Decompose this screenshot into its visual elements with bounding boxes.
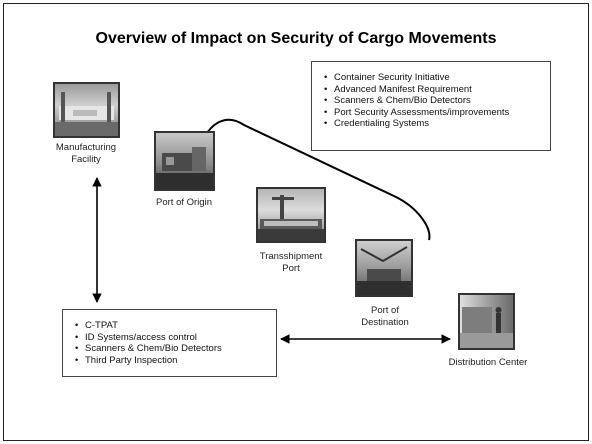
transshipment-port-label: Transshipment Port [246,251,336,275]
list-item: C-TPAT [75,320,270,332]
list-item: Credentialing Systems [324,118,544,130]
manufacturing-facility-image [53,82,120,138]
transshipment-label-line1: Transshipment [259,251,323,262]
list-item: Port Security Assessments/improvements [324,107,544,119]
list-item: Scanners & Chem/Bio Detectors [324,95,544,107]
list-item: Third Party Inspection [75,355,270,367]
route-curve [199,118,431,241]
supply-chain-measures-box: C-TPAT ID Systems/access control Scanner… [62,309,277,377]
distribution-center-label: Distribution Center [448,357,528,368]
supply-chain-measures-list: C-TPAT ID Systems/access control Scanner… [69,320,270,366]
manufacturing-facility-label: Manufacturing Facility [44,142,128,166]
list-item: ID Systems/access control [75,332,270,344]
port-of-destination-label: Port of Destination [350,305,420,329]
destination-label-line2: Destination [361,317,409,328]
transshipment-label-line2: Port [282,263,300,274]
port-of-destination-image [355,239,413,297]
port-of-origin-label: Port of Origin [156,197,212,208]
list-item: Container Security Initiative [324,72,544,84]
port-of-origin-image [154,131,215,191]
destination-label-line1: Port of [371,305,399,316]
port-initiatives-list: Container Security Initiative Advanced M… [318,72,544,130]
transshipment-port-image [256,187,326,243]
list-item: Advanced Manifest Requirement [324,84,544,96]
distribution-center-image [458,293,515,350]
list-item: Scanners & Chem/Bio Detectors [75,343,270,355]
port-initiatives-box: Container Security Initiative Advanced M… [311,61,551,151]
diagram-title: Overview of Impact on Security of Cargo … [95,30,497,47]
manufacturing-label-line2: Facility [71,154,101,165]
manufacturing-label-line1: Manufacturing [55,142,117,153]
